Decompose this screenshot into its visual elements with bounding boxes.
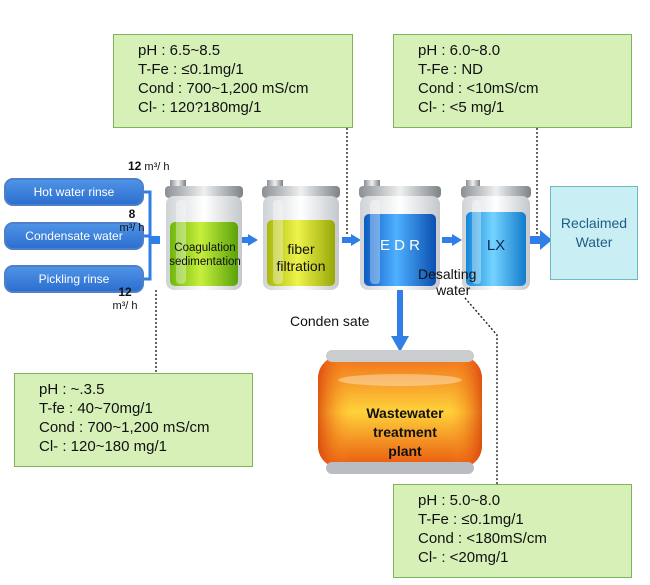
tank-edr	[359, 180, 441, 290]
tank-coagulation	[165, 180, 243, 290]
plant-label-line: treatment	[373, 424, 437, 440]
wastewater-plant-label: Wastewater treatment plant	[330, 404, 480, 461]
tank-label-lx: LX	[462, 238, 530, 253]
note-cond: Cond : <10mS/cm	[418, 80, 539, 97]
tank-label-edr: E D R	[360, 238, 440, 253]
source-label: Pickling rinse	[38, 272, 110, 286]
source-hot-water-rinse: Hot water rinse	[4, 178, 144, 206]
flow-value: 12	[128, 159, 142, 173]
source-label: Hot water rinse	[33, 185, 115, 199]
flow-value: 8	[128, 207, 136, 221]
tank-label-line: LX	[486, 237, 506, 254]
note-cl: Cl- : <20mg/1	[418, 549, 509, 566]
note-tfe: T-Fe : ≤0.1mg/1	[138, 61, 244, 78]
note-ph: pH : 6.5~8.5	[138, 42, 221, 59]
note-raw-water: pH : ~.3.5 T-fe : 40~70mg/1 Cond : 700~1…	[14, 373, 253, 467]
tank-lx	[461, 180, 531, 290]
tank-label-line: sedimentation	[169, 256, 241, 268]
desalting-label-line: water	[436, 282, 471, 298]
note-tfe: T-Fe : ≤0.1mg/1	[418, 511, 524, 528]
note-cond: Cond : <180mS/cm	[418, 530, 547, 547]
note-desalting-water: pH : 5.0~8.0 T-Fe : ≤0.1mg/1 Cond : <180…	[393, 484, 632, 578]
wastewater-plant-graphic	[318, 350, 482, 474]
note-cl: Cl- : 120?180mg/1	[138, 99, 262, 116]
note-ph: pH : 5.0~8.0	[418, 492, 501, 509]
flow-unit: m³/ h	[144, 161, 170, 173]
note-tfe: T-fe : 40~70mg/1	[39, 400, 153, 417]
note-after-lx: pH : 6.0~8.0 T-Fe : ND Cond : <10mS/cm C…	[393, 34, 632, 128]
desalting-label-line: Desalting	[418, 266, 477, 282]
note-cl: Cl- : <5 mg/1	[418, 99, 505, 116]
note-cl: Cl- : 120~180 mg/1	[39, 438, 167, 455]
tank-label-line: E D R	[379, 237, 420, 254]
plant-label-line: Wastewater	[366, 405, 444, 421]
source-label: Condensate water	[25, 229, 123, 243]
tank-label-coagulation: Coagulation sedimentation	[162, 241, 248, 269]
source-condensate-water: Condensate water	[4, 222, 144, 250]
reclaimed-water-box: Reclaimed Water	[550, 186, 638, 280]
note-ph: pH : 6.0~8.0	[418, 42, 501, 59]
leader-desalting	[464, 297, 498, 484]
process-arrows	[150, 230, 552, 352]
tank-label-fiber: fiber filtration	[262, 241, 340, 275]
note-ph: pH : ~.3.5	[39, 381, 105, 398]
note-cond: Cond : 700~1,200 mS/cm	[39, 419, 210, 436]
note-tfe: T-Fe : ND	[418, 61, 484, 78]
desalting-water-label: Desalting water	[418, 266, 476, 298]
flow-rate-hot-water: 12 m³/ h	[128, 160, 169, 174]
source-collector	[144, 190, 154, 281]
flow-unit: m³/ h	[112, 300, 138, 312]
plant-label-line: plant	[388, 443, 422, 459]
condensate-label: Conden sate	[290, 313, 370, 329]
reclaimed-label-line: Water	[575, 234, 613, 250]
flow-unit: m³/ h	[119, 222, 145, 234]
tank-label-line: fiber	[287, 241, 315, 257]
flow-value: 12	[118, 285, 132, 299]
source-pickling-rinse: Pickling rinse	[4, 265, 144, 293]
reclaimed-label-line: Reclaimed	[560, 215, 628, 231]
tank-label-line: filtration	[276, 258, 326, 274]
tank-fiber	[262, 180, 340, 290]
note-after-filtration: pH : 6.5~8.5 T-Fe : ≤0.1mg/1 Cond : 700~…	[113, 34, 353, 128]
note-cond: Cond : 700~1,200 mS/cm	[138, 80, 309, 97]
tank-label-line: Coagulation	[174, 242, 236, 254]
